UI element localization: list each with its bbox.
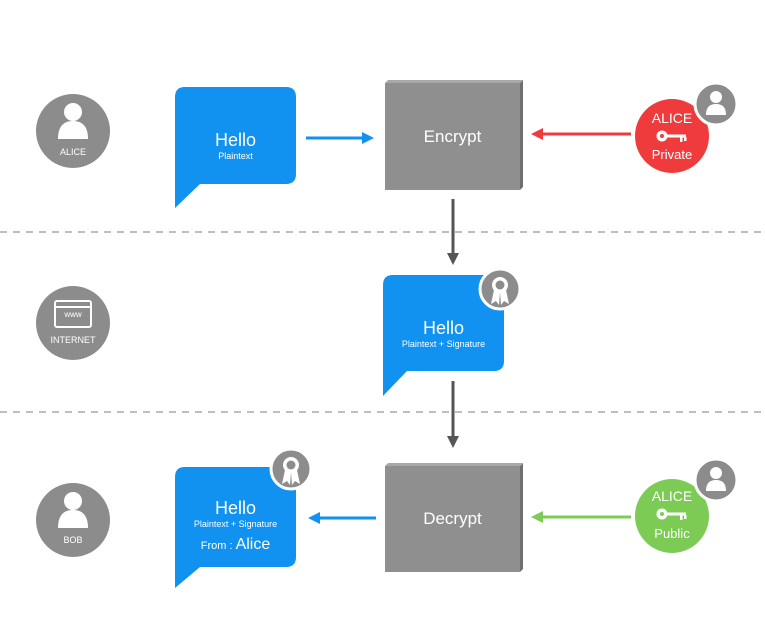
private-key-owner: ALICE	[651, 110, 693, 126]
verified-message-sender: From : Alice	[175, 537, 296, 553]
browser-window-icon	[54, 300, 92, 328]
signed-message-bubble	[383, 275, 504, 396]
plaintext-message-title: Hello	[214, 130, 257, 150]
verified-message-subtitle: Plaintext + Signature	[193, 519, 278, 529]
plaintext-message-bubble	[175, 87, 296, 208]
encrypt-box	[385, 80, 523, 190]
private-key-type: Private	[651, 147, 693, 162]
arrow-public-key-to-decrypt	[531, 511, 631, 523]
arrow-signed-message-to-decrypt	[447, 381, 459, 448]
signed-message-title: Hello	[422, 318, 465, 338]
verified-message-title: Hello	[214, 498, 257, 518]
sender-prefix: From :	[200, 540, 233, 552]
browser-window-text: www	[64, 310, 82, 319]
user-icon	[706, 467, 726, 491]
user-icon	[58, 103, 88, 139]
plaintext-message-subtitle: Plaintext	[218, 151, 253, 161]
actor-alice	[36, 94, 110, 168]
decrypt-box	[385, 463, 523, 572]
actor-internet-label: INTERNET	[50, 335, 96, 345]
signed-message-award-badge	[478, 267, 522, 311]
arrow-encrypt-to-signed-message	[447, 199, 459, 265]
verified-message-bubble	[175, 467, 296, 588]
award-ribbon-icon	[282, 457, 300, 485]
user-icon	[58, 492, 88, 528]
public-key-type: Public	[654, 526, 690, 541]
user-icon	[706, 91, 726, 115]
arrow-private-key-to-encrypt	[531, 128, 631, 140]
key-icon	[656, 130, 687, 142]
decrypt-label: Decrypt	[423, 509, 482, 528]
arrow-plaintext-to-encrypt	[306, 132, 374, 144]
private-key-owner-badge	[693, 81, 739, 127]
award-ribbon-icon	[491, 277, 509, 305]
public-key-owner-badge	[693, 457, 739, 503]
verified-message-award-badge	[269, 447, 313, 491]
private-key-circle	[635, 99, 709, 173]
arrow-decrypt-to-verified-message	[308, 512, 376, 524]
actor-bob	[36, 483, 110, 557]
key-icon	[656, 508, 687, 520]
encrypt-label: Encrypt	[423, 127, 482, 146]
actor-internet	[36, 286, 110, 360]
actor-alice-label: ALICE	[59, 147, 86, 157]
signed-message-subtitle: Plaintext + Signature	[401, 339, 486, 349]
sender-name: Alice	[235, 536, 271, 553]
actor-bob-label: BOB	[63, 535, 83, 545]
public-key-owner: ALICE	[651, 488, 693, 504]
public-key-circle	[635, 479, 709, 553]
